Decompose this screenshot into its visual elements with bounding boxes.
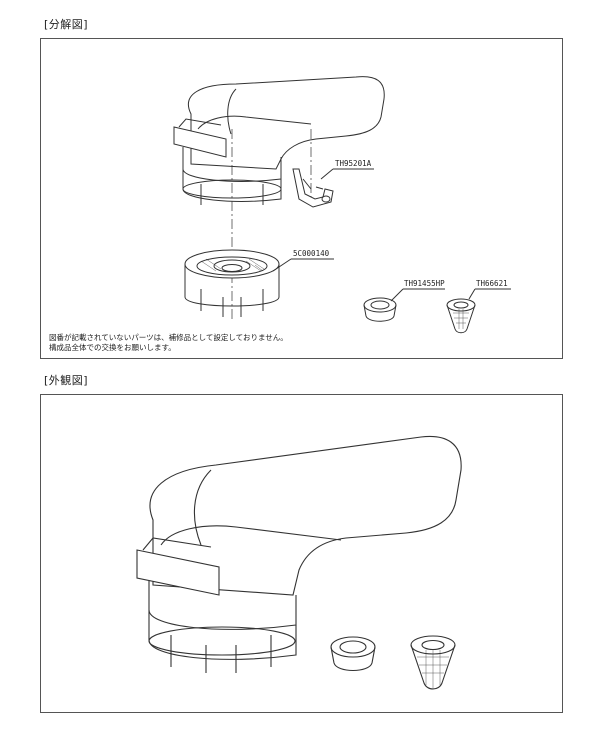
exploded-view-drawing: TH95201A 5C000140 TH91455HP TH66621 [173, 76, 511, 334]
exterior-view-drawing [136, 435, 462, 690]
aerator-cap-drawing [184, 249, 280, 317]
lever-clip-drawing [292, 168, 334, 208]
packing-drawing-exterior [330, 636, 376, 672]
packing-drawing [363, 297, 397, 322]
strainer-drawing [446, 298, 476, 334]
faucet-assembly-drawing [136, 435, 462, 673]
exploded-view-title: [分解図] [44, 18, 89, 31]
part-label-strainer: TH66621 [476, 279, 508, 288]
exterior-view-title: [外観図] [44, 374, 89, 387]
part-label-packing: TH91455HP [404, 279, 445, 288]
note-line-1: 図番が記載されていないパーツは、補修品として設定しておりません。 [49, 333, 288, 342]
strainer-drawing-exterior [410, 635, 456, 690]
note-line-2: 構成品全体での交換をお願いします。 [49, 343, 176, 352]
exploded-view-panel: TH95201A 5C000140 TH91455HP TH66621 図番が記… [40, 38, 563, 359]
part-label-lever-clip: TH95201A [335, 159, 372, 168]
exterior-view-panel [40, 394, 563, 713]
lever-handle-drawing [173, 76, 385, 205]
part-label-aerator-cap: 5C000140 [293, 249, 330, 258]
